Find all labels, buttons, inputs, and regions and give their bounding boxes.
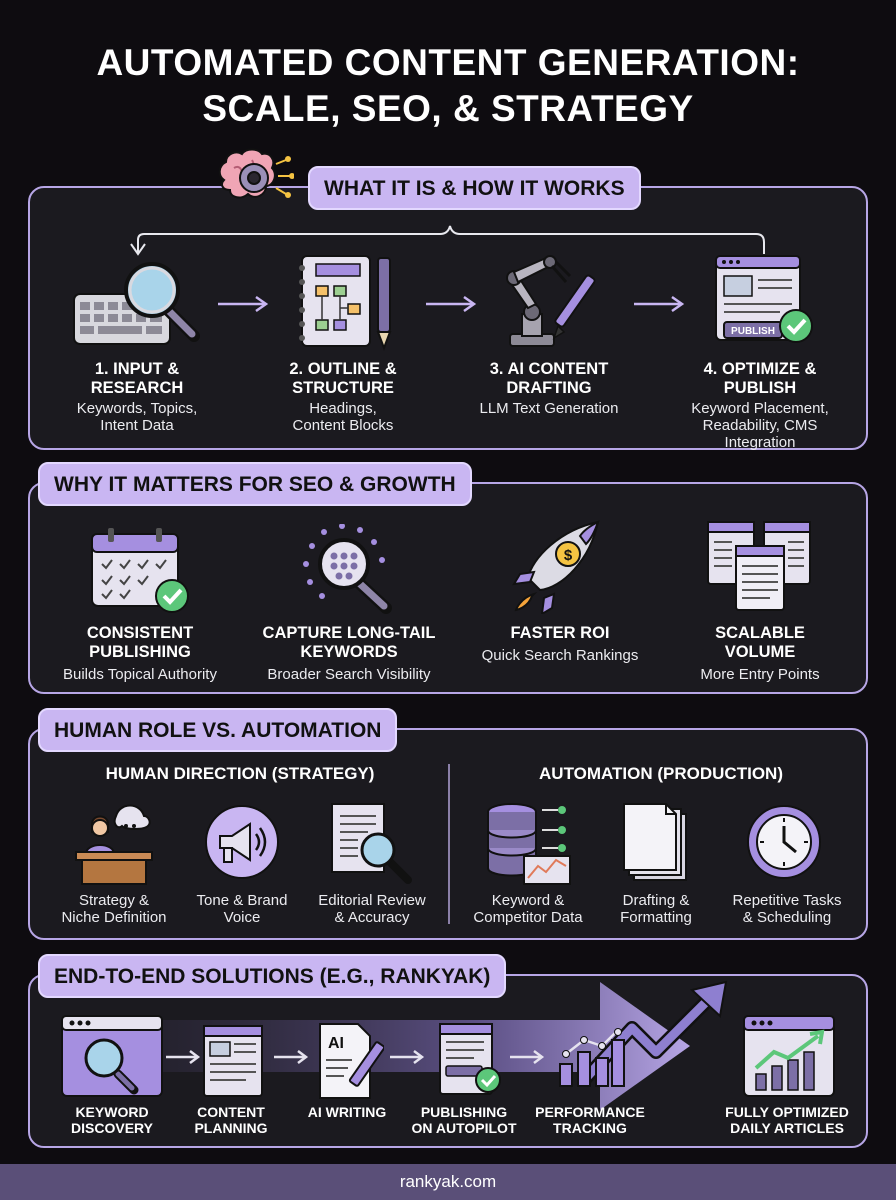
- step-arrow-1: [218, 295, 269, 313]
- title-line-1: AUTOMATED CONTENT GENERATION:: [96, 42, 800, 83]
- autopilot-publish-icon: [439, 1023, 501, 1095]
- benefit-consistent-publishing: CONSISTENT PUBLISHING Builds Topical Aut…: [63, 624, 217, 683]
- step-arrow-2: [426, 295, 477, 313]
- step-2: 2. OUTLINE & STRUCTURE Headings, Content…: [289, 360, 397, 434]
- benefit-scalable-volume: SCALABLE VOLUME More Entry Points: [700, 624, 820, 683]
- paper-stack-icon: [623, 803, 687, 881]
- title-line-2: SCALE, SEO, & STRATEGY: [202, 88, 694, 129]
- robot-arm-icon: [506, 255, 596, 347]
- role-editorial-review: Editorial Review & Accuracy: [318, 892, 426, 926]
- vertical-divider: [448, 764, 450, 924]
- benefit-long-tail: CAPTURE LONG-TAIL KEYWORDS Broader Searc…: [262, 624, 436, 683]
- editorial-review-icon: [331, 803, 412, 884]
- section-heading-human-vs-automation: HUMAN ROLE VS. AUTOMATION: [38, 708, 398, 752]
- optimized-articles-icon: [743, 1015, 835, 1097]
- longtail-search-icon: [303, 524, 392, 614]
- content-planning-icon: [203, 1025, 263, 1097]
- loop-arrow: [130, 225, 765, 256]
- step-3: 3. AI CONTENT DRAFTING LLM Text Generati…: [479, 360, 619, 417]
- brain-gear-icon: [218, 148, 294, 199]
- svg-text:$: $: [564, 547, 573, 564]
- section-heading-why-it-matters: WHY IT MATTERS FOR SEO & GROWTH: [38, 462, 472, 506]
- publish-badge-text: PUBLISH: [731, 326, 775, 337]
- performance-chart-icon: [559, 1028, 625, 1087]
- clock-icon: [747, 805, 821, 879]
- flow-arrow-2: [274, 1050, 309, 1064]
- flow-performance-tracking: PERFORMANCE TRACKING: [535, 1104, 645, 1136]
- stacked-pages-icon: [707, 521, 811, 611]
- ai-writing-icon: AI: [319, 1023, 384, 1099]
- outline-notebook-icon: [299, 255, 392, 351]
- ai-writing-label: AI: [328, 1035, 344, 1052]
- page-title: AUTOMATED CONTENT GENERATION: SCALE, SEO…: [0, 40, 896, 132]
- role-tone-voice: Tone & Brand Voice: [196, 892, 288, 926]
- footer-link[interactable]: rankyak.com: [0, 1164, 896, 1200]
- flow-arrow-1: [166, 1050, 201, 1064]
- keyword-discovery-icon: [61, 1015, 163, 1097]
- auto-keyword-data: Keyword & Competitor Data: [473, 892, 583, 926]
- database-icon: [487, 803, 571, 885]
- keyboard-search-icon: [73, 262, 200, 345]
- step-arrow-3: [634, 295, 685, 313]
- calendar-check-icon: [91, 528, 189, 613]
- trend-arrow: [580, 980, 728, 1083]
- person-desk-icon: [75, 804, 153, 885]
- flow-publishing-autopilot: PUBLISHING ON AUTOPILOT: [411, 1104, 517, 1136]
- megaphone-icon: [205, 805, 279, 879]
- auto-repetitive-tasks: Repetitive Tasks & Scheduling: [732, 892, 842, 926]
- flow-arrow-4: [510, 1050, 545, 1064]
- section-heading-how-it-works: WHAT IT IS & HOW IT WORKS: [308, 166, 641, 210]
- role-strategy: Strategy & Niche Definition: [61, 892, 167, 926]
- flow-keyword-discovery: KEYWORD DISCOVERY: [71, 1104, 153, 1136]
- flow-content-planning: CONTENT PLANNING: [194, 1104, 268, 1136]
- auto-drafting: Drafting & Formatting: [620, 892, 692, 926]
- benefit-faster-roi: FASTER ROI Quick Search Rankings: [481, 624, 639, 664]
- step-4: 4. OPTIMIZE & PUBLISH Keyword Placement,…: [691, 360, 829, 451]
- section-heading-end-to-end: END-TO-END SOLUTIONS (E.G., RANKYAK): [38, 954, 507, 998]
- step-1: 1. INPUT & RESEARCH Keywords, Topics, In…: [76, 360, 198, 434]
- publish-page-icon: PUBLISH: [715, 255, 813, 343]
- flow-ai-writing: AI WRITING: [307, 1104, 387, 1120]
- flow-optimized-articles: FULLY OPTIMIZED DAILY ARTICLES: [725, 1104, 849, 1136]
- flow-arrow-3: [390, 1050, 425, 1064]
- rocket-icon: $: [512, 520, 600, 614]
- human-direction-title: HUMAN DIRECTION (STRATEGY): [105, 764, 375, 783]
- automation-title: AUTOMATION (PRODUCTION): [539, 764, 783, 783]
- growth-arrow-background: [160, 982, 690, 1110]
